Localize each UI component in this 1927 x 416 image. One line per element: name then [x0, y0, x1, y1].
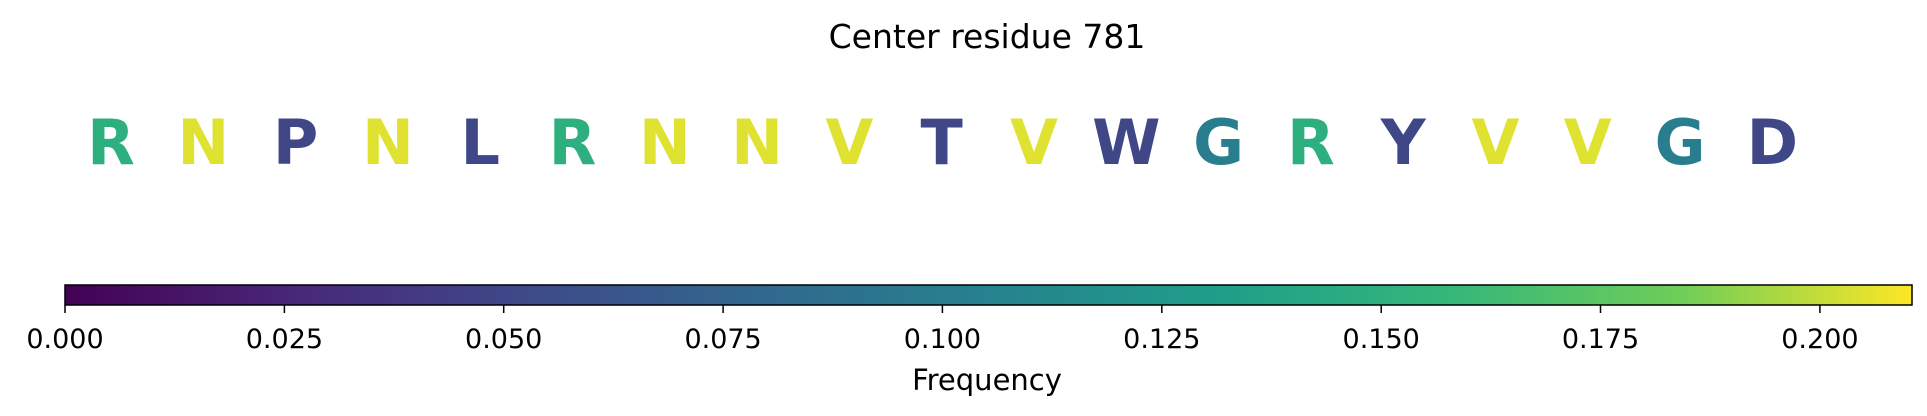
colorbar-tick-label: 0.200 [1781, 324, 1858, 355]
residue-letter: R [549, 106, 597, 179]
residue-letter: W [1092, 106, 1160, 179]
colorbar-tick-label: 0.125 [1123, 324, 1200, 355]
colorbar-ticks: 0.000 0.025 0.050 0.075 0.100 0.125 0.150 0.175… [26, 305, 1859, 355]
residue-letter: V [1472, 106, 1520, 179]
colorbar-tick-label: 0.150 [1343, 324, 1420, 355]
colorbar-tick-label: 0.000 [26, 324, 103, 355]
residue-letter: Y [1380, 106, 1427, 179]
residue-letter: N [639, 106, 691, 179]
colorbar: 0.000 0.025 0.050 0.075 0.100 0.125 0.150 0.175… [26, 284, 1913, 397]
residue-letter: G [1655, 106, 1706, 179]
residue-letter: N [362, 106, 414, 179]
residue-letter: P [273, 106, 318, 179]
colorbar-label: Frequency [912, 363, 1062, 397]
residue-letter: V [1564, 106, 1612, 179]
colorbar-tick-label: 0.025 [246, 324, 323, 355]
colorbar-tick-label: 0.100 [904, 324, 981, 355]
colorbar-tick-label: 0.175 [1562, 324, 1639, 355]
residue-letter: N [731, 106, 783, 179]
residue-letter: D [1747, 106, 1798, 179]
residue-letter: G [1193, 106, 1244, 179]
residue-letter: R [1287, 106, 1335, 179]
residue-letter: T [921, 106, 963, 179]
residue-letter: N [177, 106, 229, 179]
residue-letter: L [460, 106, 500, 179]
residue-letter: R [87, 106, 135, 179]
colorbar-gradient [64, 284, 1913, 306]
chart-title: Center residue 781 [829, 17, 1146, 56]
colorbar-tick-label: 0.050 [465, 324, 542, 355]
colorbar-tick-label: 0.075 [684, 324, 761, 355]
residue-letter: V [825, 106, 873, 179]
residue-letter: V [1010, 106, 1058, 179]
